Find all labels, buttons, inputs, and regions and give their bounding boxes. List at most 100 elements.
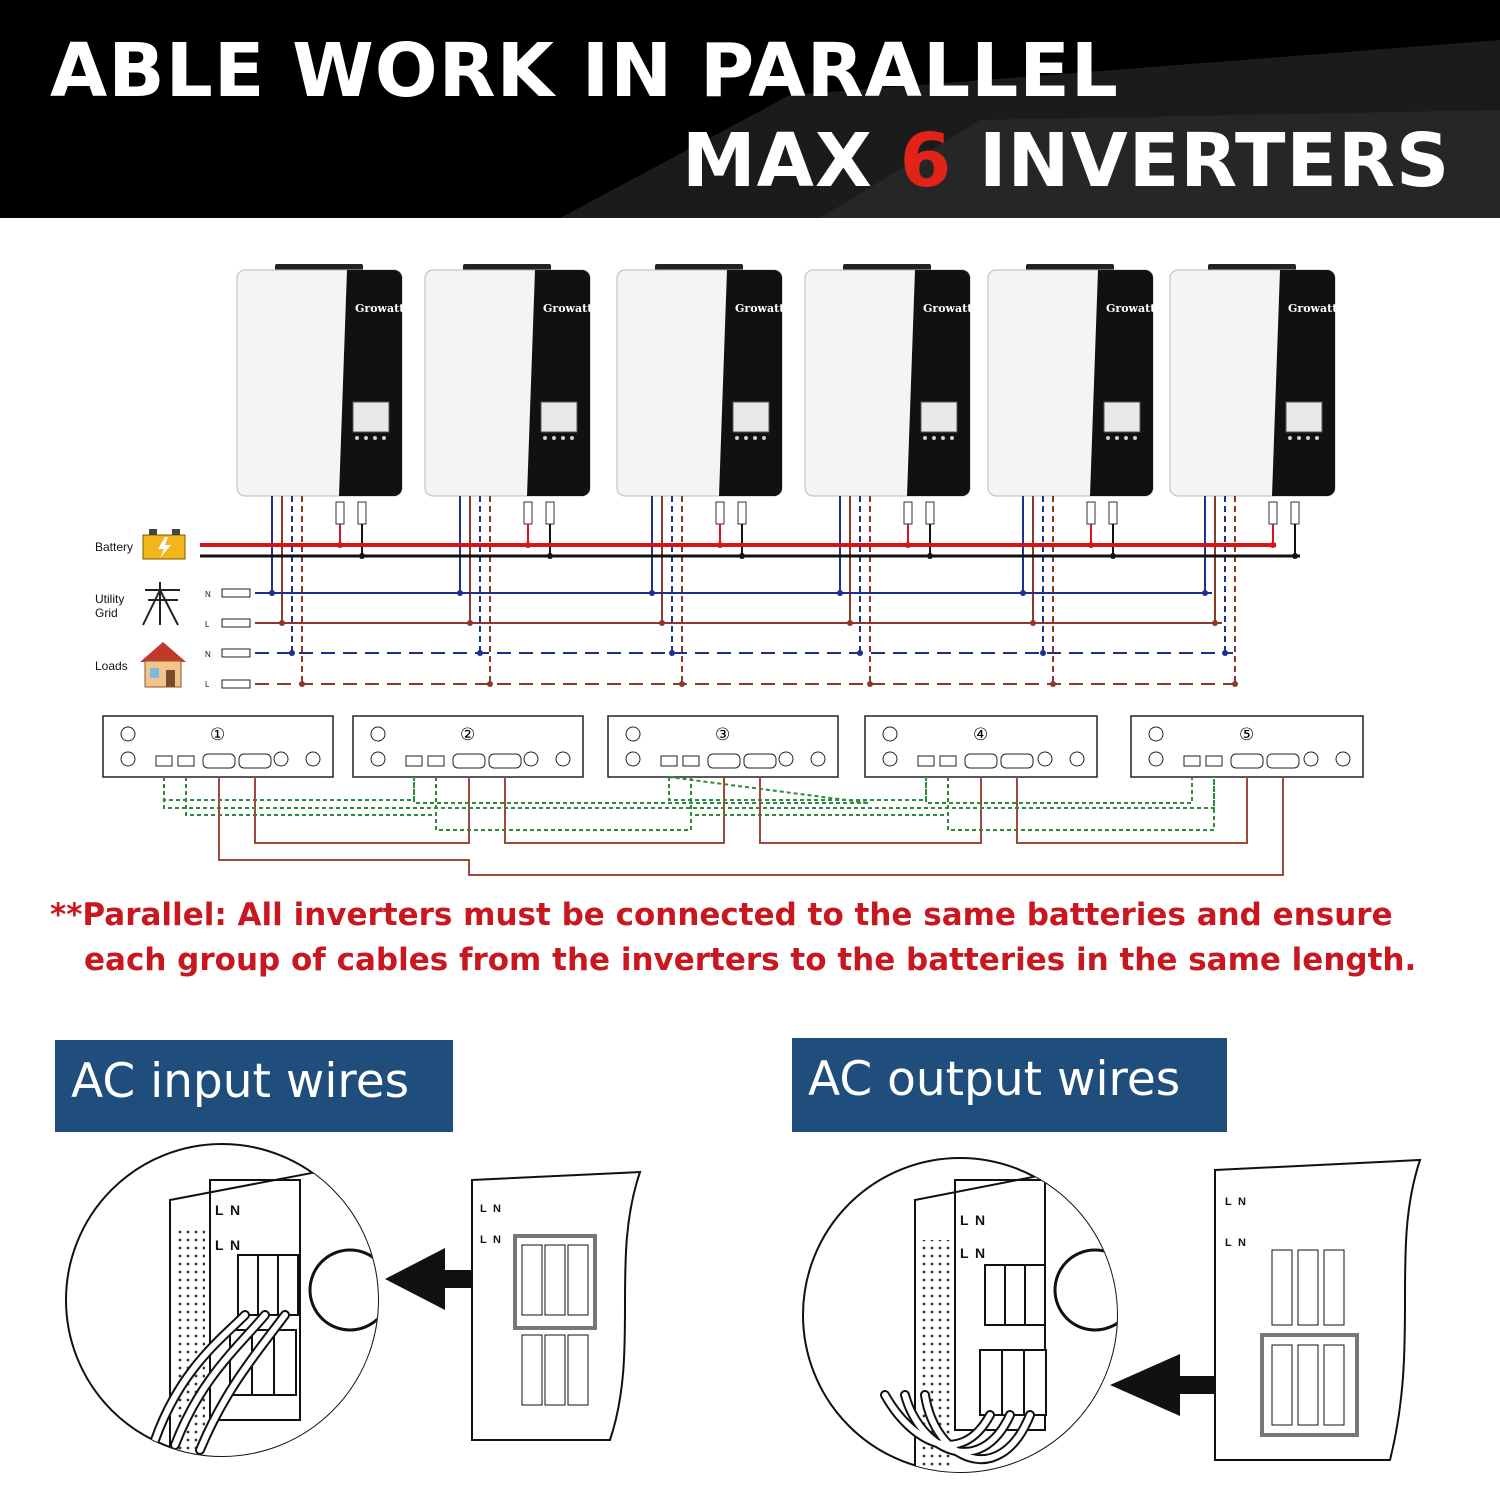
fuse-icon	[737, 501, 747, 525]
sync-cable	[163, 777, 415, 801]
inverter-button	[1315, 436, 1319, 440]
parallel-board-number: ③	[715, 725, 730, 745]
loads-label: Loads	[95, 659, 128, 673]
fuse-icon	[523, 501, 533, 525]
left-zoom-terminal-L2: L	[215, 1237, 224, 1253]
parallel-note-line1: **Parallel: All inverters must be connec…	[50, 897, 1393, 933]
inverter-brand: Growatt	[923, 302, 973, 315]
header-banner: ABLE WORK IN PARALLEL MAX 6 INVERTERS	[0, 0, 1500, 218]
right-fan-icon	[1053, 1248, 1117, 1332]
banner-max-number: 6	[899, 118, 953, 204]
parallel-cables	[163, 776, 1284, 876]
current-share-cable	[759, 777, 982, 844]
ac-output-illustration: L N L N	[802, 1157, 1422, 1473]
inverter-brand: Growatt	[543, 302, 593, 315]
sync-port	[682, 755, 700, 767]
current-share-port	[488, 753, 522, 769]
mount-hole	[1303, 751, 1319, 767]
sync-port	[1183, 755, 1201, 767]
inverter-button	[950, 436, 954, 440]
inverter-button	[1115, 436, 1119, 440]
grid-neutral-label: N	[205, 590, 211, 599]
mount-hole	[1069, 751, 1085, 767]
grid-line-label: L	[205, 620, 210, 629]
mount-hole	[625, 726, 641, 742]
left-fan-icon	[308, 1248, 378, 1332]
inverter-unit: Growatt	[236, 264, 405, 687]
mount-hole	[120, 726, 136, 742]
inverter-lcd	[920, 401, 958, 433]
junction-dot	[487, 681, 493, 687]
inverter-button	[543, 436, 547, 440]
current-share-return-cable	[218, 777, 1284, 876]
current-share-port	[238, 753, 272, 769]
mount-hole	[1148, 751, 1164, 767]
phase-labels: N L N L	[205, 590, 211, 689]
junction-dot	[867, 681, 873, 687]
breaker-icon	[221, 679, 251, 689]
inverter-button	[923, 436, 927, 440]
parallel-board: ②	[352, 715, 584, 778]
inverter-button	[570, 436, 574, 440]
left-zoom-terminal-L1: L	[215, 1202, 224, 1218]
parallel-board: ③	[607, 715, 839, 778]
left-inverter-side-view: L N L N	[471, 1170, 642, 1441]
junction-dot	[1040, 650, 1046, 656]
inverter-button	[1306, 436, 1310, 440]
fuse-icon	[1290, 501, 1300, 525]
right-inverter-side-view: L N L N	[1214, 1158, 1422, 1461]
inverter-lcd	[732, 401, 770, 433]
terminal-illustrations: L N L N	[65, 1143, 1422, 1473]
inverter-button	[1106, 436, 1110, 440]
right-side-terminal-N1: N	[1238, 1196, 1246, 1208]
inverter-brand: Growatt	[1106, 302, 1156, 315]
junction-dot	[669, 650, 675, 656]
right-zoom-terminal-N1: N	[975, 1212, 985, 1228]
inverter-brand: Growatt	[355, 302, 405, 315]
parallel-board-number: ②	[460, 725, 475, 745]
fuse-icon	[1268, 501, 1278, 525]
inverter-button	[762, 436, 766, 440]
mount-hole	[778, 751, 794, 767]
inverter-button	[1288, 436, 1292, 440]
fuse-icon	[357, 501, 367, 525]
inverter-button	[364, 436, 368, 440]
sync-port	[1205, 755, 1223, 767]
current-share-port	[1266, 753, 1300, 769]
sync-cable	[925, 777, 1193, 804]
inverter-unit: Growatt	[987, 264, 1156, 687]
ac-input-title-box: AC input wires	[55, 1040, 453, 1132]
inverter-unit: Growatt	[1169, 264, 1338, 687]
inverter-brand: Growatt	[1288, 302, 1338, 315]
sync-port	[155, 755, 173, 767]
inverter-unit: Growatt	[804, 264, 973, 687]
battery-label: Battery	[95, 540, 133, 554]
inverter-button	[561, 436, 565, 440]
parallel-board: ⑤	[1130, 715, 1364, 778]
sync-cable	[668, 777, 927, 801]
right-side-terminal-L2: L	[1225, 1237, 1232, 1249]
left-zoom-input-terminals	[237, 1254, 299, 1316]
mount-hole	[1148, 726, 1164, 742]
loads-neutral-label: N	[205, 650, 211, 659]
current-share-port	[964, 753, 998, 769]
right-side-terminal-L1: L	[1225, 1196, 1232, 1208]
inverter-button	[1124, 436, 1128, 440]
left-highlight-box	[513, 1234, 597, 1330]
fuse-icon	[903, 501, 913, 525]
mount-hole	[882, 751, 898, 767]
junction-dot	[289, 650, 295, 656]
mount-hole	[555, 751, 571, 767]
loads-source: Loads	[95, 642, 186, 688]
current-share-port	[1000, 753, 1034, 769]
mount-hole	[370, 726, 386, 742]
inverter-button	[355, 436, 359, 440]
battery-icon	[142, 529, 186, 560]
current-share-port	[1230, 753, 1264, 769]
inverter-front-panel	[907, 270, 970, 496]
inverter-button	[1297, 436, 1301, 440]
banner-background	[560, 40, 1500, 218]
mount-hole	[305, 751, 321, 767]
right-side-terminal-N2: N	[1238, 1237, 1246, 1249]
